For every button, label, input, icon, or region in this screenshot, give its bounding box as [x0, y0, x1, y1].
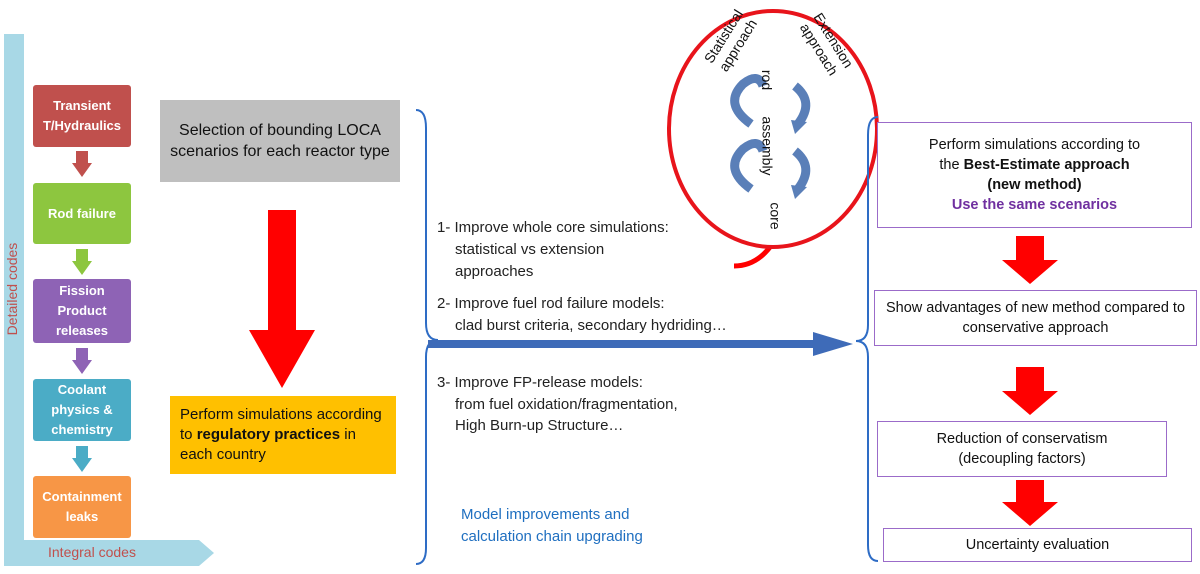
right-arrow-3 — [1002, 480, 1058, 526]
rod-label: rod — [759, 69, 776, 91]
blue-horizontal-arrow — [428, 332, 853, 356]
regulatory-box-text: Perform simulations according to regulat… — [180, 405, 386, 465]
approach-circle — [667, 9, 879, 249]
chain-box-transient: Transient T/Hydraulics — [33, 85, 131, 147]
regulatory-box: Perform simulations according to regulat… — [170, 396, 396, 474]
conservatism-box: Reduction of conservatism (decoupling fa… — [877, 421, 1167, 477]
detailed-codes-label: Detailed codes — [4, 242, 20, 336]
core-label: core — [767, 202, 784, 230]
item3-line1: 3- Improve FP-release models: — [437, 374, 643, 391]
best-estimate-line2: the Best-Estimate approach — [939, 155, 1129, 175]
model-improvements-line2: calculation chain upgrading — [461, 528, 643, 545]
chain-box-coolant: Coolant physics & chemistry — [33, 379, 131, 441]
best-estimate-line1: Perform simulations according to — [928, 137, 1141, 153]
best-estimate-line3: (new method) — [987, 177, 1082, 193]
chain-arrow-3 — [72, 348, 92, 374]
item2-line2: clad burst criteria, secondary hydriding… — [455, 317, 727, 334]
right-arrow-2 — [1002, 367, 1058, 415]
chain-arrow-4 — [72, 446, 92, 472]
regulatory-text-pre: Perform simulations according to — [180, 406, 382, 443]
item1-line3: approaches — [455, 263, 534, 280]
chain-box-fission-product: Fission Product releases — [33, 279, 131, 343]
item1-line1: 1- Improve whole core simulations: — [437, 219, 669, 236]
chain-box-containment: Containment leaks — [33, 476, 131, 538]
selection-box: Selection of bounding LOCA scenarios for… — [160, 100, 400, 182]
conservatism-line1: Reduction of conservatism — [936, 431, 1108, 447]
right-arrow-1 — [1002, 236, 1058, 284]
item3-line2: from fuel oxidation/fragmentation, — [455, 396, 678, 413]
chain-box-rod-failure: Rod failure — [33, 183, 131, 244]
conservatism-line2: (decoupling factors) — [958, 451, 1086, 467]
assembly-label: assembly — [759, 116, 776, 176]
integral-codes-label: Integral codes — [48, 544, 136, 560]
same-scenarios-text: Use the same scenarios — [951, 197, 1118, 213]
regulatory-text-post: in each country — [180, 426, 356, 463]
advantages-box: Show advantages of new method compared t… — [874, 290, 1197, 346]
best-estimate-box: Perform simulations according to the Bes… — [877, 122, 1192, 228]
item3-line3: High Burn-up Structure… — [455, 417, 624, 434]
regulatory-text-bold: regulatory practices — [196, 426, 341, 443]
chain-arrow-1 — [72, 151, 92, 177]
best-estimate-pre: the — [939, 157, 964, 173]
chain-arrow-2 — [72, 249, 92, 275]
item2-line1: 2- Improve fuel rod failure models: — [437, 295, 665, 312]
detailed-codes-axis — [4, 34, 24, 542]
best-estimate-bold: Best-Estimate approach — [963, 157, 1130, 173]
big-red-down-arrow — [249, 210, 315, 388]
integral-codes-axis — [4, 540, 214, 566]
item1-line2: statistical vs extension — [455, 241, 605, 258]
right-bracket — [855, 116, 879, 562]
uncertainty-box: Uncertainty evaluation — [883, 528, 1192, 562]
model-improvements-line1: Model improvements and — [461, 506, 630, 523]
